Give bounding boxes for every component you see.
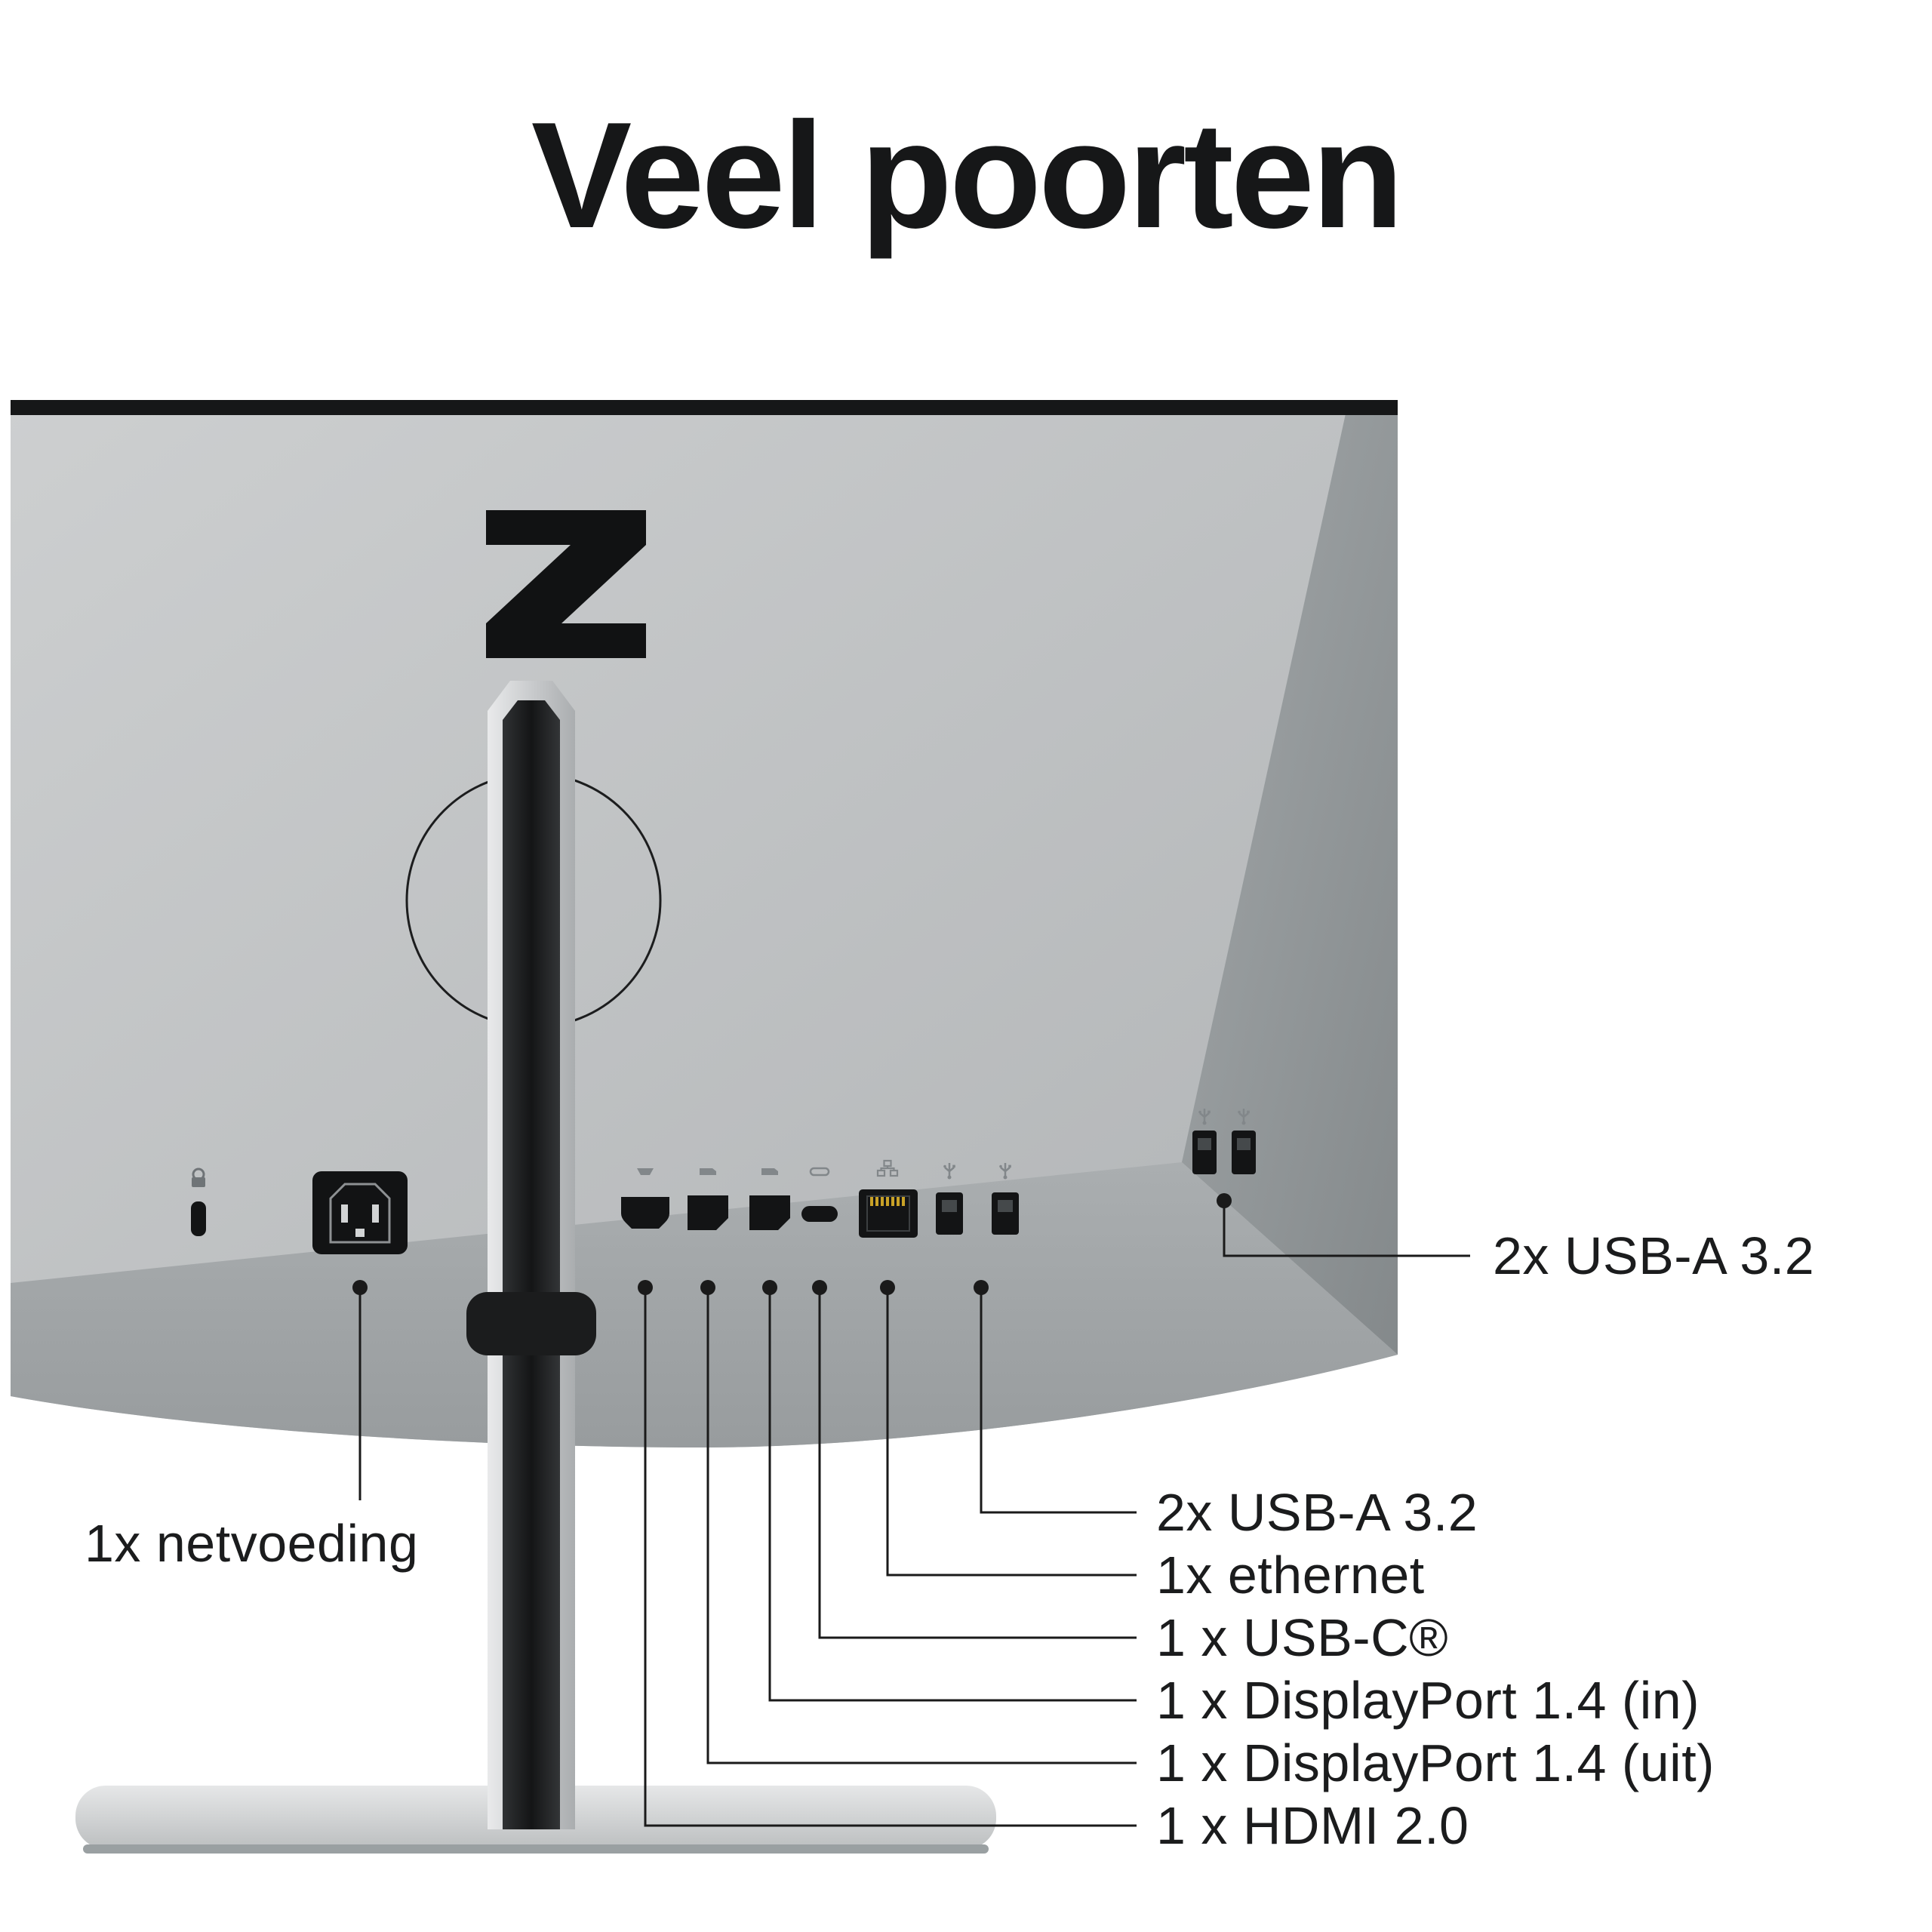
callout-label-dp-in: 1 x DisplayPort 1.4 (in) — [1156, 1671, 1700, 1730]
usb-c-icon — [809, 1167, 830, 1177]
callout-label-ethernet: 1x ethernet — [1156, 1546, 1425, 1604]
dp-out-callout-line — [706, 1287, 1137, 1764]
displayport-out-port — [688, 1195, 728, 1230]
usb-a-port — [992, 1192, 1019, 1235]
stand-column-stripe — [503, 700, 560, 1829]
usb-c-port — [801, 1206, 838, 1222]
kensington-lock-icon-body — [192, 1177, 205, 1187]
callout-label-side-usb: 2x USB-A 3.2 — [1493, 1226, 1815, 1285]
callout-label-usb-a: 2x USB-A 3.2 — [1156, 1483, 1478, 1542]
callout-label-usb-c: 1 x USB-C® — [1156, 1608, 1449, 1667]
hdmi-callout-line — [644, 1287, 1137, 1827]
side-usb-callout-line — [1223, 1201, 1470, 1257]
usb-c-callout-line — [818, 1287, 1137, 1639]
monitor-bottom-facet — [11, 1162, 1398, 1447]
usb-a-callout-line — [980, 1287, 1137, 1514]
bottom-port-group — [621, 1189, 1019, 1238]
displayport-in-icon — [761, 1168, 778, 1175]
usb-a-port — [1232, 1131, 1256, 1174]
power-pin-earth — [355, 1229, 365, 1237]
dp-in-callout-line — [768, 1287, 1137, 1702]
side-usb-port-group — [1192, 1131, 1256, 1174]
power-inlet-port — [312, 1171, 408, 1254]
power-inlet-outline — [329, 1183, 391, 1244]
callout-label-hdmi: 1 x HDMI 2.0 — [1156, 1796, 1469, 1855]
stand-column — [488, 681, 575, 1829]
ethernet-callout-line — [886, 1287, 1137, 1577]
callout-lines — [358, 1201, 1470, 1827]
kensington-lock — [191, 1168, 206, 1236]
displayport-in-port — [749, 1195, 790, 1230]
hp-z-logo — [486, 510, 646, 658]
hdmi-port-icon — [637, 1168, 654, 1175]
displayport-out-icon — [700, 1168, 716, 1175]
usb-a-port — [936, 1192, 963, 1235]
cable-clip — [466, 1292, 596, 1355]
vent-strip — [11, 400, 1398, 415]
power-pin-left — [341, 1204, 348, 1223]
callout-label-power: 1x netvoeding — [85, 1514, 419, 1573]
ethernet-port — [859, 1189, 918, 1238]
page-title: Veel poorten — [531, 91, 1404, 260]
monitor-right-facet — [1182, 400, 1398, 1355]
usb-a-port — [1192, 1131, 1217, 1174]
hdmi-port — [621, 1197, 669, 1229]
kensington-lock-slot — [191, 1201, 206, 1236]
power-pin-right — [372, 1204, 379, 1223]
callout-label-dp-out: 1 x DisplayPort 1.4 (uit) — [1156, 1734, 1715, 1792]
